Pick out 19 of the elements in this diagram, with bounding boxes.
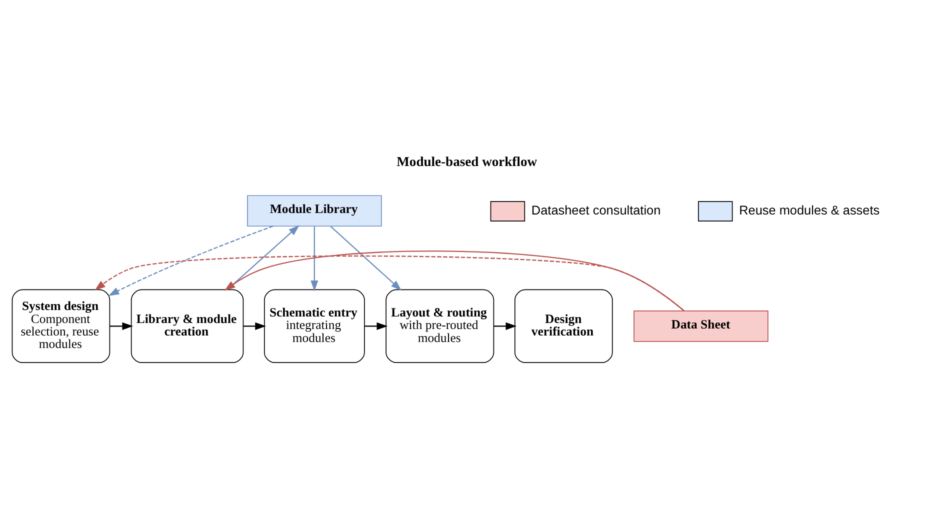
arrow xyxy=(110,322,134,330)
node-box: Layout & routing with pre-routed modules xyxy=(386,288,494,363)
arrow xyxy=(243,322,266,330)
node-box: Module Library xyxy=(247,194,382,226)
node-box: Schematic entry integrating modules xyxy=(264,288,365,363)
arrow xyxy=(494,322,517,330)
arrow xyxy=(310,226,318,291)
diagram-title: Module-based workflow xyxy=(396,153,538,168)
legend-label: Datasheet consultation xyxy=(531,202,661,217)
arrow xyxy=(226,224,300,290)
node-box: Design verification xyxy=(514,288,613,363)
node-box: Library & module creation xyxy=(130,288,244,363)
node-box: Data Sheet xyxy=(634,310,768,342)
node-box: System design Component selection, reuse modules xyxy=(12,288,110,363)
arrow xyxy=(108,225,274,296)
arrow xyxy=(330,225,402,290)
arrow xyxy=(224,250,684,311)
legend-label: Reuse modules & assets xyxy=(739,202,880,217)
arrow xyxy=(364,322,388,330)
